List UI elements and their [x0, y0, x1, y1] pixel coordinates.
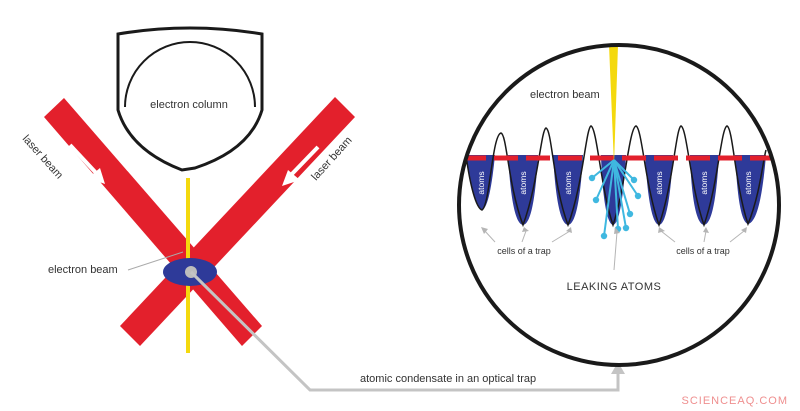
leaking-atoms-spray: [591, 159, 639, 237]
laser-arrow-right-icon: [282, 145, 320, 186]
leaking-atoms-label: LEAKING ATOMS: [567, 281, 662, 293]
electron-beam-left-label: electron beam: [48, 264, 118, 276]
electron-column-shape: [116, 26, 264, 172]
atom-fills: [466, 155, 766, 225]
lattice-potential-curve: [465, 125, 767, 228]
atomic-condensate-label: atomic condensate in an optical trap: [360, 373, 536, 385]
laser-arrow-left-icon: [68, 143, 105, 184]
atoms-label: atoms: [743, 171, 753, 194]
electron-beam-right-label: electron beam: [530, 89, 600, 101]
electron-column-label: electron column: [150, 99, 228, 111]
electron-beam-cone: [609, 45, 618, 165]
electron-beam-left-pointer: [127, 251, 184, 271]
atoms-label: atoms: [699, 171, 709, 194]
laser-beam-left-shape: [44, 98, 262, 346]
optical-lattice: [462, 125, 779, 228]
cells-of-trap-left-label: cells of a trap: [497, 246, 551, 256]
watermark: SCIENCEAQ.COM: [681, 395, 788, 407]
cells-of-trap-pointers: [483, 229, 745, 271]
cells-of-trap-pointer-heads: [481, 227, 747, 234]
condensate-connector-arrow: [189, 270, 625, 392]
leaking-atom-dots: [588, 174, 642, 240]
laser-beam-left-label: laser beam: [20, 133, 65, 181]
cells-of-trap-right-label: cells of a trap: [676, 246, 730, 256]
atoms-label: atoms: [563, 171, 573, 194]
atoms-label: atoms: [476, 171, 486, 194]
zoom-circle-outline: [457, 43, 781, 367]
atoms-label: atoms: [518, 171, 528, 194]
atoms-labels: atoms atoms atoms atoms atoms atoms: [476, 171, 753, 194]
atoms-label: atoms: [654, 171, 664, 194]
